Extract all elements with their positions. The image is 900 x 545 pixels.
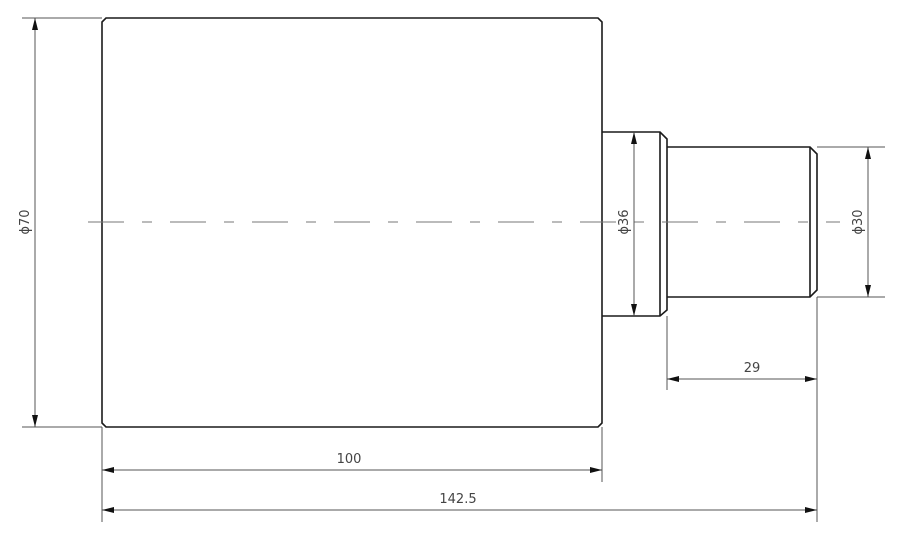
- dimension-length-total: 142.5: [102, 492, 817, 513]
- dimension-dia-30: ϕ30: [817, 146, 885, 298]
- main-body-outline: [101, 17, 603, 428]
- dimension-dia-36: ϕ36: [617, 132, 637, 316]
- dimension-text-dia-30: ϕ30: [851, 209, 866, 234]
- dimension-text-100: 100: [337, 452, 362, 467]
- shoulder-outline: [602, 131, 668, 317]
- dimension-text-dia-36: ϕ36: [617, 209, 632, 234]
- dimension-dia-70: ϕ70: [18, 17, 102, 428]
- dimension-text-dia-70: ϕ70: [18, 209, 33, 234]
- dimension-text-142-5: 142.5: [439, 492, 476, 507]
- dimension-text-29: 29: [744, 361, 761, 376]
- dimension-length-29: 29: [667, 361, 817, 382]
- dimension-length-100: 100: [102, 452, 602, 473]
- journal-outline: [667, 146, 818, 298]
